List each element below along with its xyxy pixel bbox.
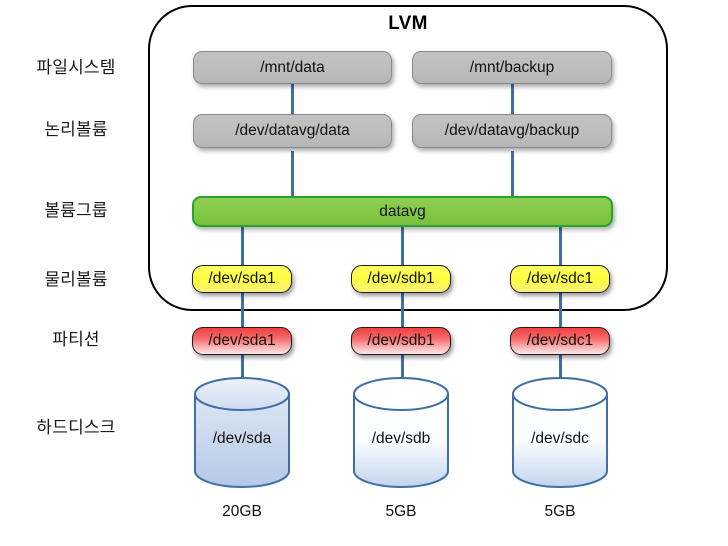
partition-box-sdb1[interactable]: /dev/sdb1 xyxy=(351,327,451,355)
connector-part-disk-sdb xyxy=(401,355,404,379)
disk-size-sdb: 5GB xyxy=(385,503,417,520)
volume-group-box-datavg[interactable]: datavg xyxy=(192,196,613,227)
disk-shape-icon xyxy=(353,377,449,488)
physical-volume-box-sdc1[interactable]: /dev/sdc1 xyxy=(510,265,610,293)
filesystem-label: /mnt/backup xyxy=(469,58,555,76)
row-label-hard-disk: 하드디스크 xyxy=(36,418,116,437)
filesystem-box-mnt-backup[interactable]: /mnt/backup xyxy=(412,51,612,84)
filesystem-box-mnt-data[interactable]: /mnt/data xyxy=(193,51,392,84)
filesystem-label: /mnt/data xyxy=(260,58,325,76)
connector-pv-part-sdb xyxy=(401,292,404,330)
connector-pv-part-sdc xyxy=(559,292,562,330)
partition-label: /dev/sda1 xyxy=(208,332,276,349)
disk-size-sda: 20GB xyxy=(222,503,262,520)
physical-volume-label: /dev/sdb1 xyxy=(367,270,435,287)
lvm-boundary-box xyxy=(148,5,668,311)
disk-shape-icon xyxy=(194,377,290,488)
physical-volume-box-sdb1[interactable]: /dev/sdb1 xyxy=(351,265,451,293)
partition-box-sda1[interactable]: /dev/sda1 xyxy=(192,327,292,355)
disk-size-sdc: 5GB xyxy=(544,503,576,520)
row-label-volume-group: 볼륨그룹 xyxy=(44,201,108,220)
row-label-partition: 파티션 xyxy=(52,330,100,349)
logical-volume-box-backup[interactable]: /dev/datavg/backup xyxy=(412,114,612,148)
logical-volume-label: /dev/datavg/backup xyxy=(444,122,580,139)
disk-cylinder-sdb[interactable]: /dev/sdb xyxy=(351,375,451,490)
connector-vg-pv-sdb xyxy=(401,224,404,266)
physical-volume-label: /dev/sdc1 xyxy=(526,270,594,287)
connector-fs-lv-backup xyxy=(511,82,514,115)
connector-part-disk-sda xyxy=(241,355,244,379)
connector-lv-vg-data xyxy=(291,151,294,199)
connector-part-disk-sdc xyxy=(559,355,562,379)
row-label-logical-volume: 논리볼륨 xyxy=(44,120,108,139)
connector-pv-part-sda xyxy=(241,292,244,330)
disk-cylinder-sda[interactable]: /dev/sda xyxy=(192,375,292,490)
connector-fs-lv-data xyxy=(291,82,294,115)
disk-shape-icon xyxy=(512,377,608,488)
partition-label: /dev/sdc1 xyxy=(526,332,594,349)
disk-cylinder-sdc[interactable]: /dev/sdc xyxy=(510,375,610,490)
row-label-physical-volume: 물리볼륨 xyxy=(44,270,108,289)
physical-volume-box-sda1[interactable]: /dev/sda1 xyxy=(192,265,292,293)
physical-volume-label: /dev/sda1 xyxy=(208,270,276,287)
lvm-title: LVM xyxy=(388,13,428,34)
volume-group-label: datavg xyxy=(379,202,426,220)
logical-volume-label: /dev/datavg/data xyxy=(235,122,350,139)
row-label-filesystem: 파일시스템 xyxy=(36,58,116,77)
connector-lv-vg-backup xyxy=(511,151,514,199)
connector-vg-pv-sdc xyxy=(559,224,562,266)
logical-volume-box-data[interactable]: /dev/datavg/data xyxy=(193,114,392,148)
partition-box-sdc1[interactable]: /dev/sdc1 xyxy=(510,327,610,355)
connector-vg-pv-sda xyxy=(241,224,244,266)
partition-label: /dev/sdb1 xyxy=(367,332,435,349)
